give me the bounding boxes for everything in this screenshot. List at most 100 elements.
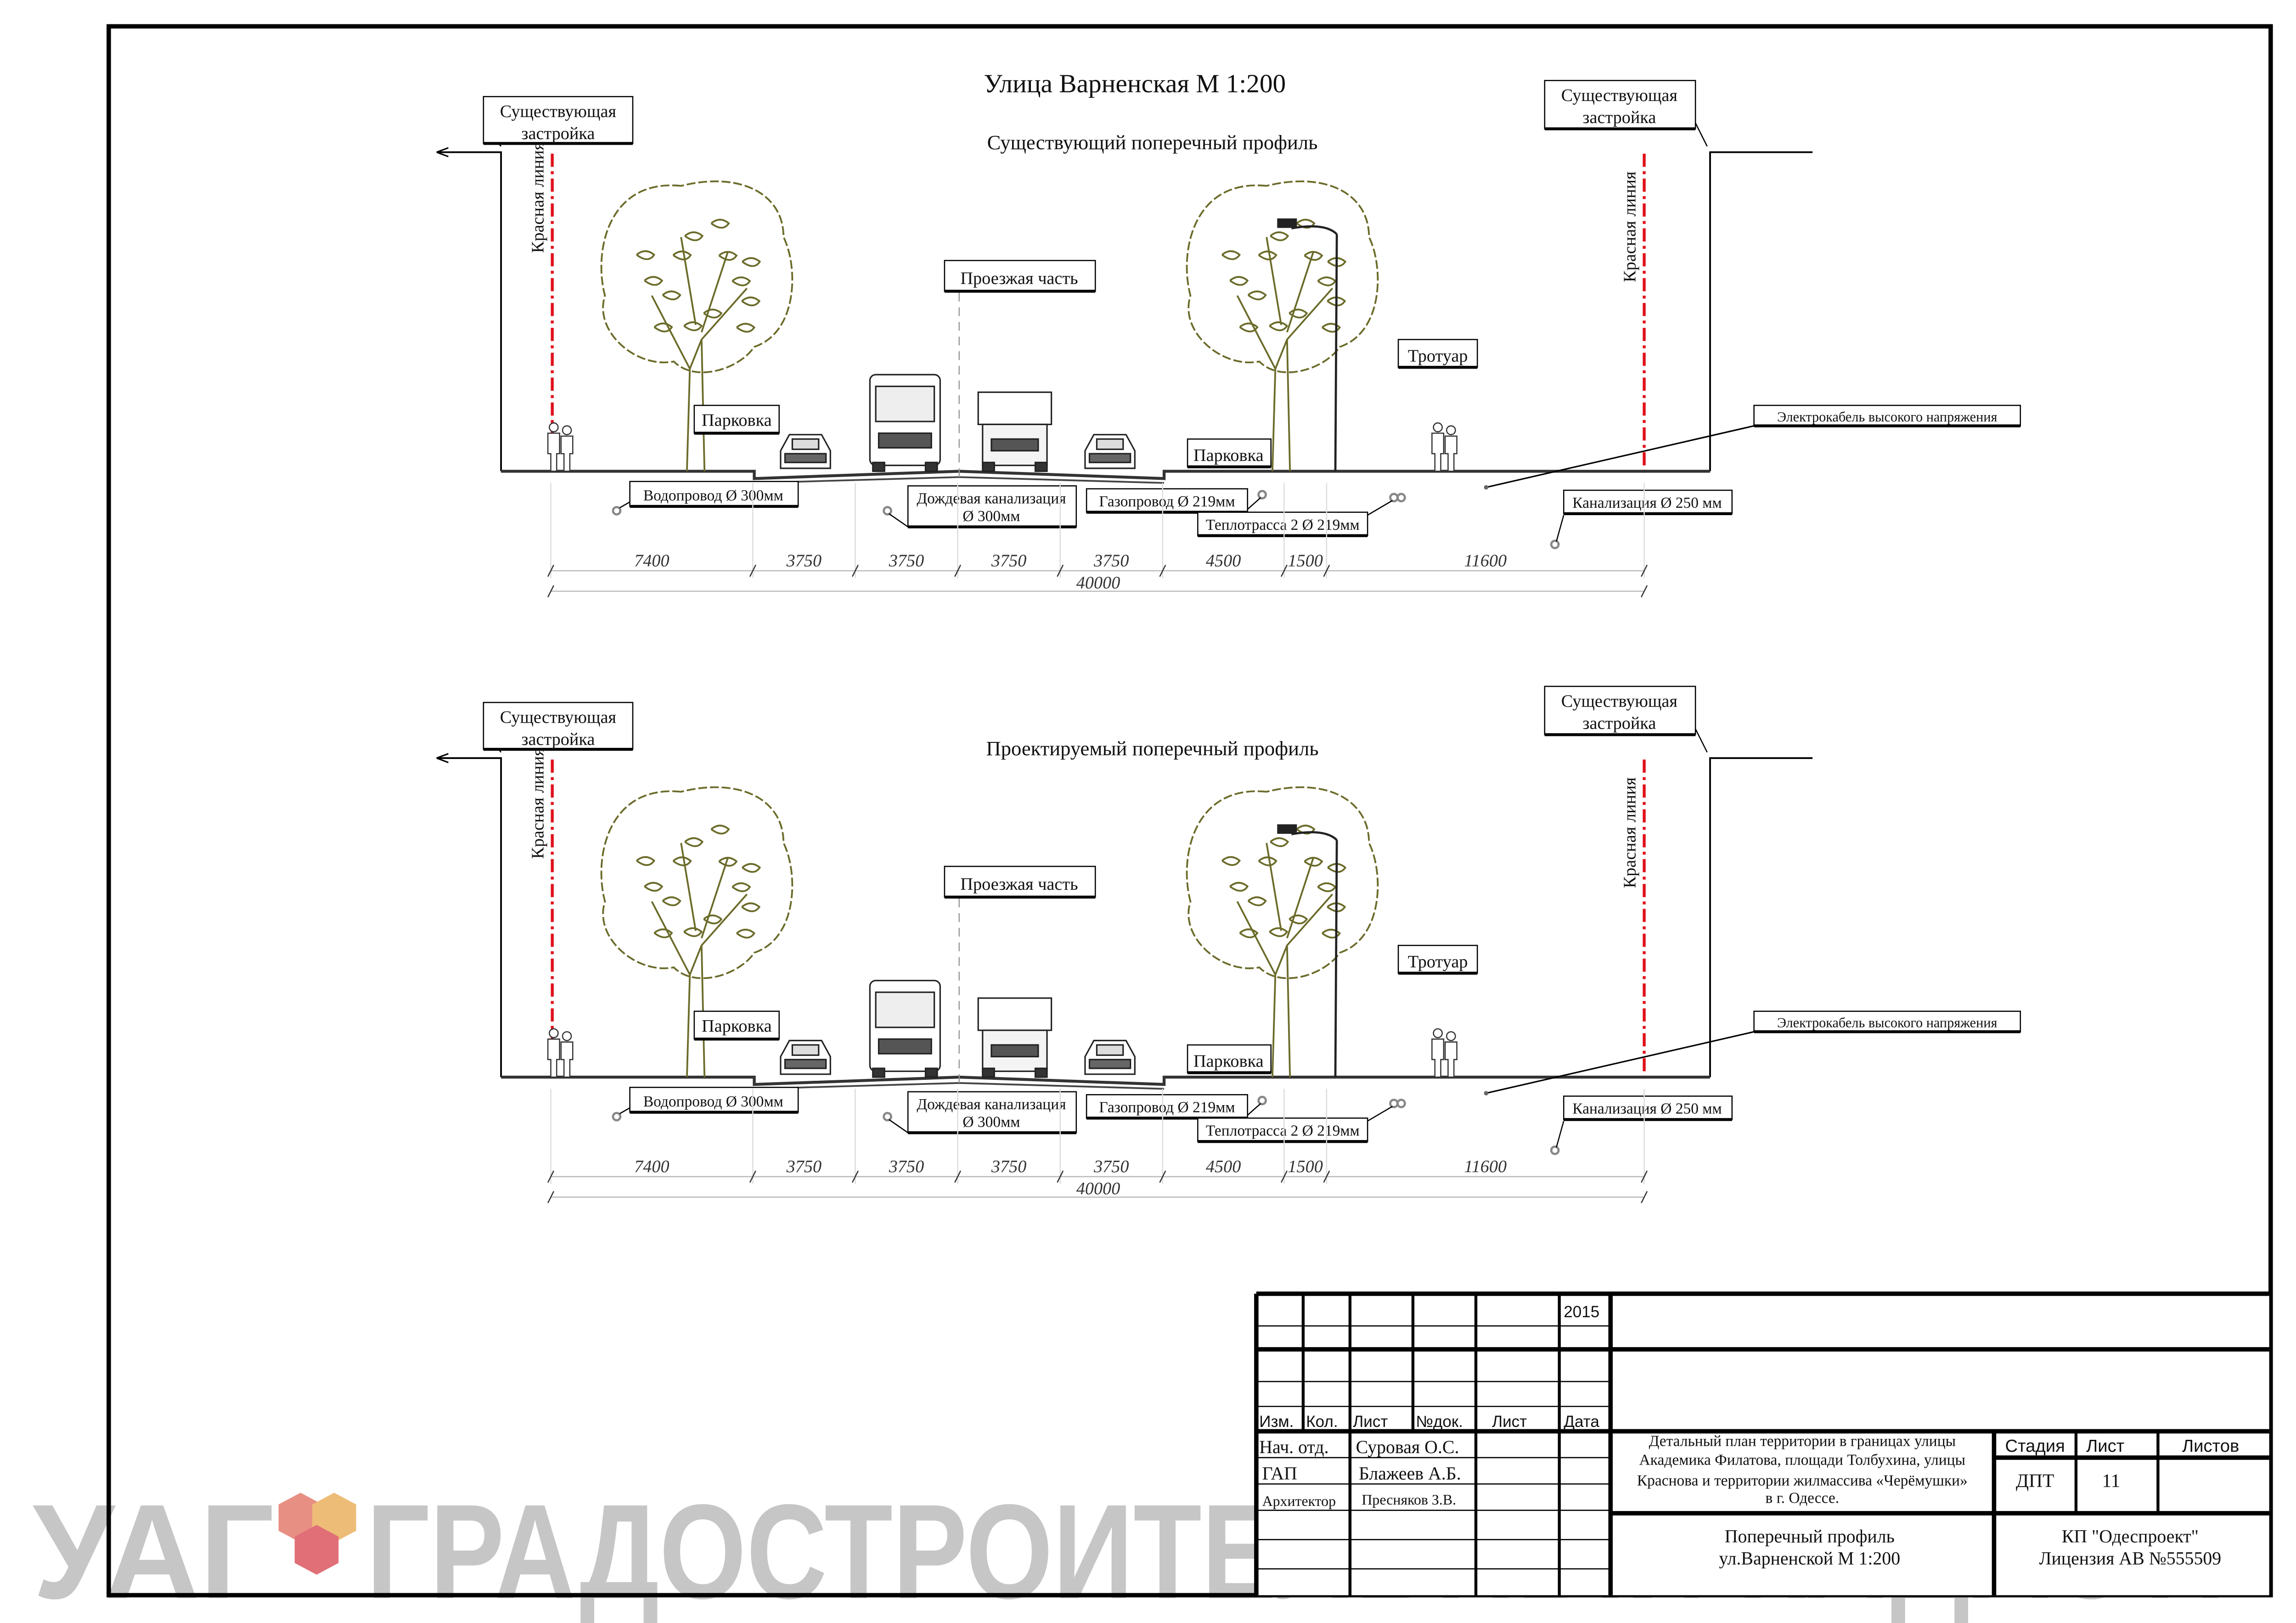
dimension-value: 3750	[1093, 551, 1129, 571]
building-label-left-line1: Существующая	[500, 708, 616, 727]
pedestrians-left	[547, 1028, 574, 1078]
building-label-left	[483, 702, 634, 750]
cable-label	[1753, 1011, 2021, 1033]
dimension-value: 4500	[1206, 551, 1241, 571]
drawing-title-line1: Поперечный профиль	[1725, 1526, 1895, 1547]
dimension-total: 40000	[1076, 1179, 1120, 1198]
building-label-left-line2: застройка	[521, 124, 595, 143]
dimension-value: 3750	[786, 1157, 822, 1176]
role: Архитектор	[1262, 1493, 1336, 1509]
project-title-line: Академика Филатова, площади Толбухина, у…	[1639, 1452, 1965, 1469]
existing-building-left	[436, 757, 502, 1078]
heat-pipe-label	[1197, 511, 1368, 536]
dimension-value: 3750	[991, 1157, 1027, 1176]
sheet-number: 11	[2102, 1470, 2120, 1491]
title-block-header: Изм.	[1259, 1413, 1294, 1431]
title-block-header: Дата	[1564, 1413, 1599, 1431]
building-label-left	[483, 96, 634, 144]
role: ГАП	[1262, 1463, 1297, 1484]
sidewalk-label-text: Тротуар	[1408, 952, 1468, 972]
bus	[869, 980, 941, 1078]
existing-building-right	[1709, 757, 1813, 1078]
water-pipe-label-text: Водопровод Ø 300мм	[643, 1093, 783, 1110]
pedestrians-left	[547, 422, 574, 472]
project-title-line: в г. Одессе.	[1766, 1490, 1840, 1507]
dimension-value: 11600	[1464, 551, 1507, 571]
truck	[977, 997, 1052, 1078]
title-block-header: №док.	[1416, 1413, 1463, 1431]
dimension-value: 7400	[634, 1157, 669, 1176]
roadway-label	[944, 865, 1096, 898]
parking-label-left-text: Парковка	[702, 1016, 772, 1036]
building-label-right	[1544, 80, 1696, 129]
tree-right	[1186, 786, 1379, 1078]
red-line-label-right: Красная линия	[1620, 777, 1639, 888]
parking-label-right	[1187, 438, 1272, 468]
cross-section-profile-1: Существующий поперечный профильСуществую…	[436, 80, 2021, 598]
license-number: Лицензия АВ №555509	[2039, 1548, 2221, 1568]
dimension-value: 3750	[991, 551, 1027, 571]
building-label-left-line1: Существующая	[500, 102, 616, 121]
cable-label-text: Электрокабель высокого напряжения	[1777, 1015, 1998, 1031]
dimension-value: 3750	[786, 551, 822, 571]
watermark-left: УАГ	[33, 1477, 274, 1623]
dimension-value: 11600	[1464, 1157, 1507, 1176]
street-lamp	[1277, 218, 1338, 472]
sidewalk-label-text: Тротуар	[1408, 346, 1468, 365]
sheets-label: Листов	[2182, 1436, 2239, 1456]
water-pipe-label-text: Водопровод Ø 300мм	[643, 487, 783, 504]
storm-sewer-label	[907, 1091, 1077, 1134]
building-label-right-line2: застройка	[1582, 713, 1656, 733]
car-right	[1084, 434, 1136, 469]
dimension-line	[547, 483, 1648, 598]
street-title: Улица Варненская М 1:200	[984, 69, 1286, 98]
gas-pipe-label	[1086, 1094, 1249, 1119]
bus	[869, 374, 941, 472]
pedestrians-right	[1431, 422, 1458, 472]
utility-markers	[612, 490, 1560, 550]
parking-label-left-text: Парковка	[702, 411, 772, 430]
cable-label-text: Электрокабель высокого напряжения	[1777, 409, 1998, 425]
project-title-line: Детальный план территории в границах ули…	[1649, 1432, 1956, 1449]
dimension-value: 4500	[1206, 1157, 1241, 1176]
sewer-label-text: Канализация Ø 250 мм	[1572, 1101, 1722, 1118]
dimension-value: 3750	[889, 1157, 924, 1176]
cross-section-profile-2: Проектируемый поперечный профиль Существу…	[436, 685, 2021, 1203]
stage-label: Стадия	[2005, 1436, 2065, 1456]
dimension-value: 1500	[1288, 551, 1323, 571]
truck	[977, 391, 1052, 472]
organization-name: КП "Одеспроект"	[2062, 1526, 2199, 1547]
car-left	[780, 434, 831, 469]
red-line-label-right: Красная линия	[1620, 171, 1639, 282]
parking-label-right	[1187, 1044, 1272, 1073]
storm-sewer-label-line2: Ø 300мм	[962, 1113, 1020, 1130]
heat-pipe-label	[1197, 1118, 1368, 1142]
profile-subtitle: Проектируемый поперечный профиль	[986, 737, 1319, 760]
sheet-frame	[107, 24, 2273, 1598]
year: 2015	[1564, 1303, 1599, 1321]
utility-markers	[612, 1095, 1560, 1155]
roadway-label-text: Проезжая часть	[960, 269, 1078, 288]
red-line-label-left: Красная линия	[529, 748, 548, 859]
watermark-logo-icon	[278, 1493, 356, 1575]
dimension-line	[547, 1089, 1648, 1203]
heat-pipe-label-text: Теплотрасса 2 Ø 219мм	[1206, 517, 1360, 534]
sewer-label	[1563, 489, 1733, 515]
dimension-value: 7400	[634, 551, 669, 571]
storm-sewer-label-line1: Дождевая канализация	[917, 1096, 1066, 1113]
building-label-right-line1: Существующая	[1561, 86, 1677, 105]
title-block-header: Кол.	[1306, 1413, 1338, 1431]
pedestrians-right	[1431, 1028, 1458, 1078]
cable-label	[1753, 404, 2021, 427]
roadway-label-text: Проезжая часть	[960, 875, 1078, 894]
signer-name: Пресняков З.В.	[1362, 1492, 1456, 1508]
roadway-label	[944, 260, 1096, 292]
parking-label-right-text: Парковка	[1193, 446, 1264, 465]
road-pavement	[754, 476, 1165, 484]
storm-sewer-label-line1: Дождевая канализация	[917, 490, 1066, 507]
sidewalk-label	[1397, 944, 1478, 974]
car-right	[1084, 1039, 1136, 1075]
sewer-label-text: Канализация Ø 250 мм	[1572, 494, 1722, 511]
